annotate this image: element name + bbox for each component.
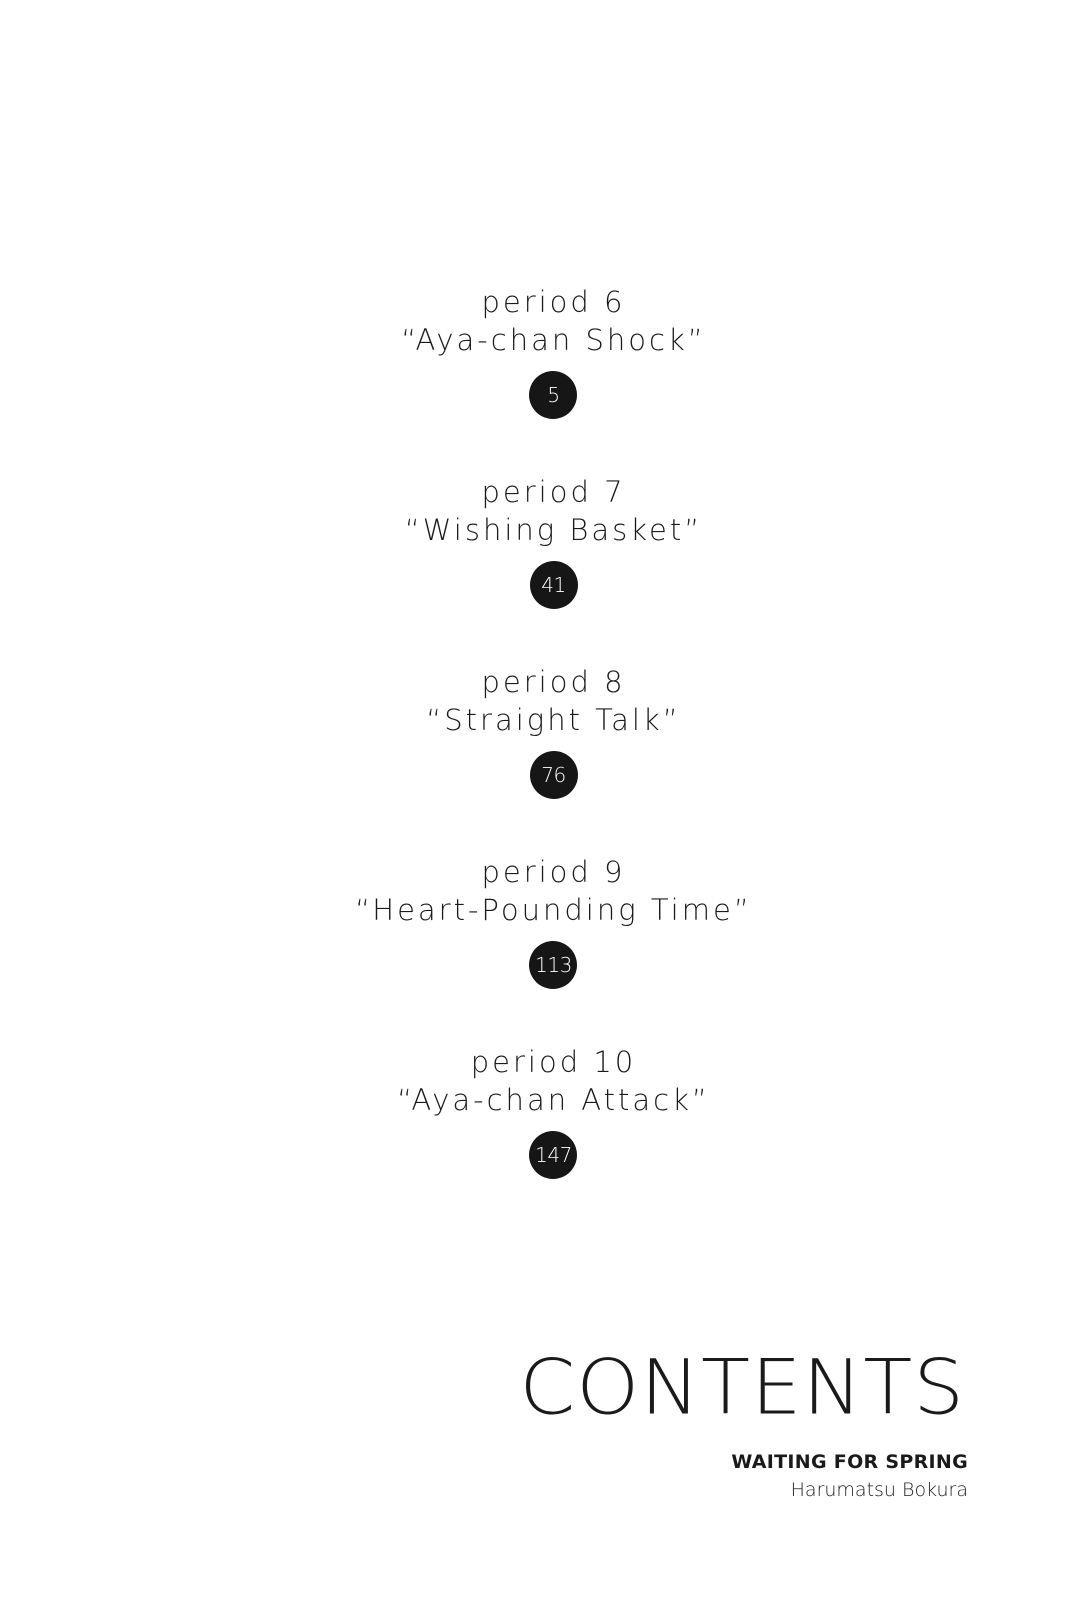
period-label: period 7 <box>481 475 626 509</box>
toc-entry: period 7 “Wishing Basket” 41 <box>405 473 703 663</box>
period-label: period 10 <box>470 1045 637 1079</box>
chapter-title: “Wishing Basket” <box>404 513 703 547</box>
period-label: period 8 <box>481 665 626 699</box>
toc-entry: period 9 “Heart-Pounding Time” 113 <box>355 853 752 1043</box>
period-label: period 9 <box>481 855 626 889</box>
toc-entry: period 10 “Aya-chan Attack” 147 <box>397 1043 710 1233</box>
page-number-badge: 113 <box>529 941 578 989</box>
page-number-badge: 5 <box>529 371 578 419</box>
chapter-title: “Heart-Pounding Time” <box>355 893 752 927</box>
chapter-title: “Straight Talk” <box>426 703 681 737</box>
page-number-badge: 147 <box>529 1131 578 1179</box>
toc-entry: period 8 “Straight Talk” 76 <box>426 663 681 853</box>
series-title: WAITING FOR SPRING <box>731 1451 968 1473</box>
chapter-title: “Aya-chan Attack” <box>397 1083 710 1117</box>
table-of-contents: period 6 “Aya-chan Shock” 5 period 7 “Wi… <box>0 283 1067 1233</box>
period-label: period 6 <box>481 285 626 319</box>
chapter-title: “Aya-chan Shock” <box>401 323 706 357</box>
toc-entry: period 6 “Aya-chan Shock” 5 <box>401 283 706 473</box>
contents-heading: CONTENTS <box>519 1343 965 1432</box>
page-number-badge: 41 <box>529 561 578 609</box>
author-name: Harumatsu Bokura <box>790 1479 968 1501</box>
page-number-badge: 76 <box>529 751 578 799</box>
